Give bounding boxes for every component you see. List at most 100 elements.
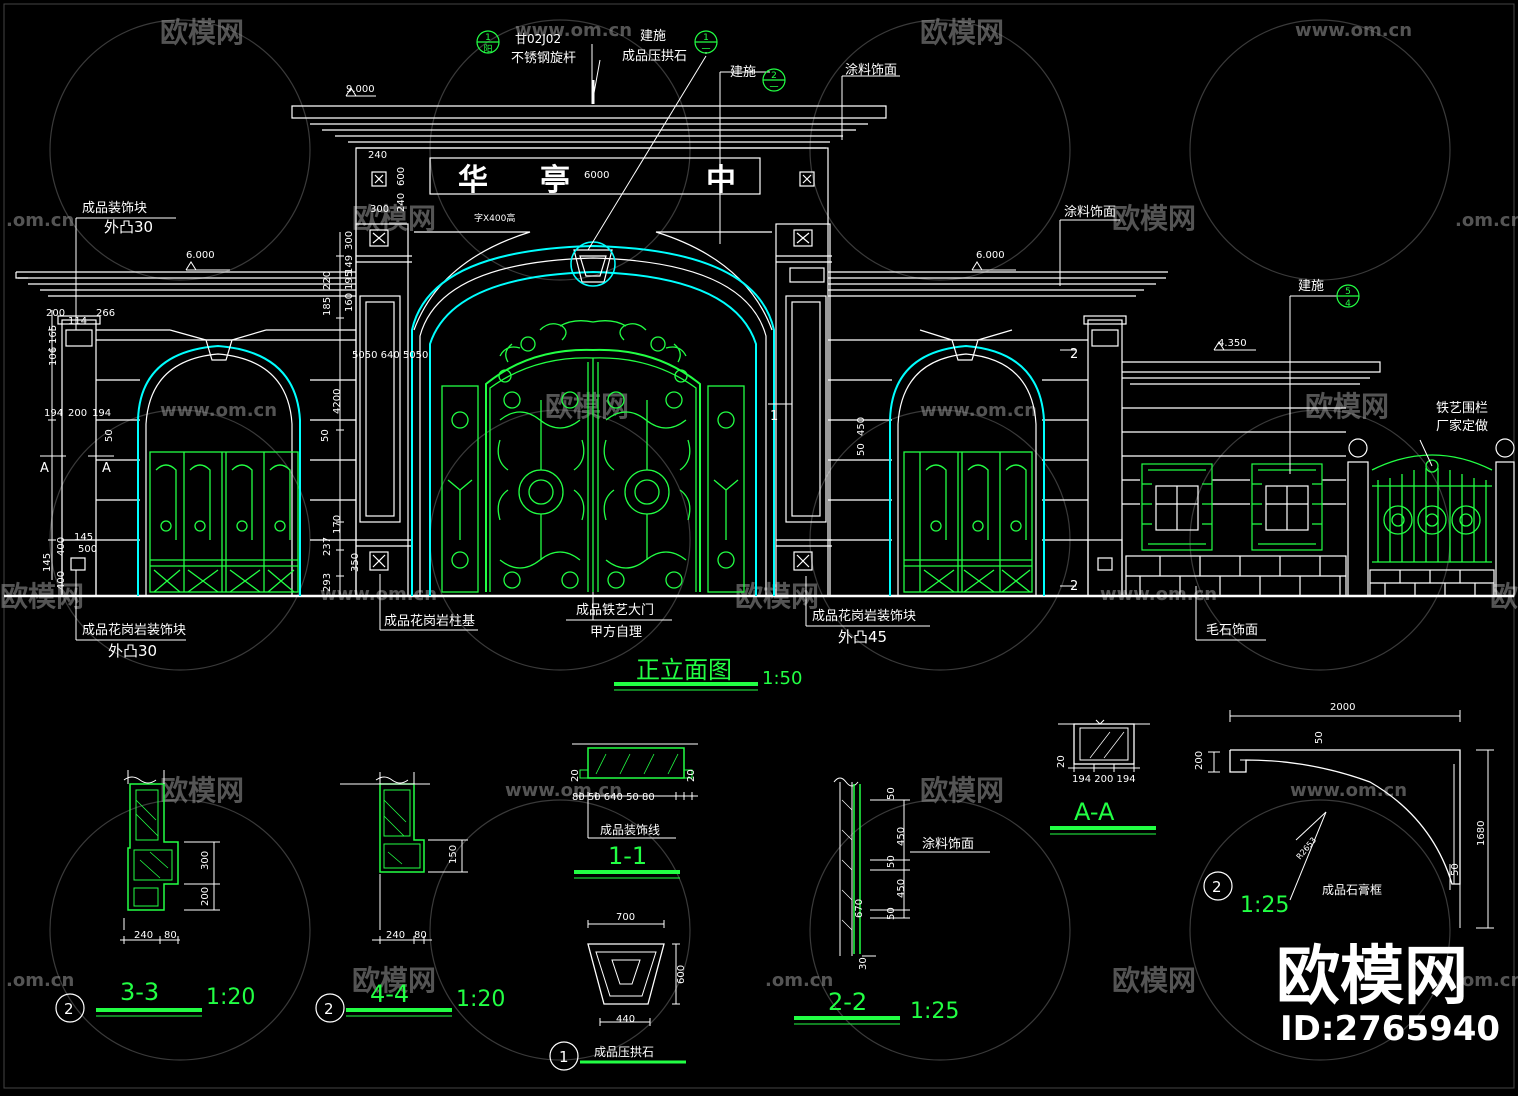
- watermark-brand: 欧模网: [352, 964, 436, 997]
- dim-240: 240: [368, 150, 387, 161]
- left-arch: [137, 344, 301, 596]
- watermark-site: .om.cn: [765, 970, 833, 991]
- dim-150: 150: [448, 845, 459, 864]
- dim-50: 50: [1450, 863, 1461, 876]
- left-wing-cornice: [16, 271, 356, 297]
- dim-200: 200: [200, 887, 211, 906]
- detail-1-1-text: 80 50 640 50 80 20 20 成品装饰线 1-1: [570, 769, 697, 870]
- callout-num: 1: [485, 33, 491, 43]
- elevation-annotations: [40, 44, 1433, 641]
- dim-450: 450: [896, 827, 907, 846]
- watermark-brand: 欧模网: [920, 774, 1004, 807]
- dim-50c: 50: [856, 443, 867, 456]
- gate-side-panel-left: [441, 385, 479, 593]
- side-gate-left: [149, 451, 299, 593]
- window-right: [1251, 463, 1323, 551]
- detail-title: 4-4: [370, 980, 409, 1008]
- elevation-dimensions: 9.000 6.000 6.000 4.350 240 6000 300 505…: [40, 84, 1247, 594]
- label-iron-gate: 成品铁艺大门: [576, 603, 654, 618]
- elev-6000-right: 6.000: [976, 250, 1005, 261]
- left-pilaster: [355, 223, 409, 597]
- window-left: [1141, 463, 1213, 551]
- label-iron-fence: 铁艺围栏: [1436, 401, 1488, 416]
- decor-square: [371, 171, 387, 187]
- detail-arc-frame: [1203, 710, 1494, 929]
- detail-arc-frame-text: 2000 50 200 1680 50 R2653 成品石膏框 2 1:25: [1194, 702, 1487, 918]
- detail-A-A: [1050, 719, 1156, 835]
- dim-450: 450: [896, 879, 907, 898]
- vertical-dim-chain: [336, 232, 344, 596]
- sign-char-ting: 亭: [540, 163, 570, 198]
- dim-600: 600: [676, 965, 687, 984]
- dim-240: 240: [134, 930, 153, 941]
- label-jianshi-b: 建施: [730, 65, 756, 80]
- watermark-site: www.om.cn: [1100, 584, 1217, 605]
- sign-char-zhong: 中: [706, 163, 736, 198]
- dim-266: 266: [96, 308, 115, 319]
- elevation-labels: 甘02J02 不锈钢旋杆 建施 成品压拱石 建施 涂料饰面 涂料饰面 成品装饰块…: [82, 29, 1488, 660]
- detail-3-3-text: 240 80 300 200 2 3-3 1:20: [64, 851, 255, 1018]
- dim-200: 200: [1194, 751, 1205, 770]
- detail-4-4-text: 240 80 150 2 4-4 1:20: [324, 845, 505, 1018]
- detail-title: 2-2: [828, 988, 867, 1016]
- dim-50: 50: [104, 429, 115, 442]
- detail-label: 成品压拱石: [594, 1045, 654, 1059]
- drawing-scale: 1:50: [762, 668, 802, 689]
- dim-6000: 6000: [584, 170, 609, 181]
- callout-bubbles: [476, 30, 1360, 308]
- leader-deco-block: [75, 217, 176, 330]
- detail-scale: 1:20: [456, 987, 505, 1012]
- label-protrude30: 外凸30: [104, 218, 153, 236]
- detail-2-2: [794, 777, 990, 1025]
- detail-keystone-text: 700 600 440 1 成品压拱石: [559, 912, 687, 1066]
- watermark-text-layer: 欧模网 欧模网 www.om.cn www.om.cn 欧模网 欧模网 .om.…: [0, 16, 1518, 997]
- gate-medallion-left: [518, 469, 564, 515]
- watermark-brand: 欧模网: [1305, 390, 1389, 423]
- elevation-title: 正立面图 1:50: [614, 656, 802, 691]
- dim-50: 50: [886, 855, 897, 868]
- leader-granite-deco2: [805, 576, 930, 627]
- decor-square: [369, 551, 389, 571]
- callout-sheet: 阳: [483, 44, 492, 55]
- dim-200: 200: [46, 308, 65, 319]
- label-protrude30b: 外凸30: [108, 642, 157, 660]
- dim-300b: 300: [344, 231, 355, 250]
- dim-20: 20: [1056, 755, 1067, 768]
- label-paint2: 涂料饰面: [1064, 204, 1116, 220]
- dim-chain: 80 50 640 50 80: [572, 792, 655, 803]
- decor-square: [793, 229, 813, 247]
- dim-185: 185: [322, 297, 333, 316]
- front-elevation: [4, 80, 1515, 598]
- watermark-site: www.om.cn: [160, 400, 277, 421]
- dim-670: 670: [854, 899, 865, 918]
- main-gate-frame: [485, 348, 701, 592]
- elev-marks: [186, 95, 1256, 351]
- dim-400: 400: [56, 537, 67, 556]
- detail-2-2-text: 50 450 50 450 50 670 30 涂料饰面 2-2 1:25: [828, 787, 974, 1024]
- marker-2: 2: [1070, 579, 1078, 594]
- right-arch: [889, 344, 1045, 596]
- callout-num: 5: [1345, 287, 1351, 297]
- elev-4350: 4.350: [1218, 338, 1247, 349]
- label-protrude45: 外凸45: [838, 628, 887, 646]
- dim-200b: 200: [68, 408, 87, 419]
- dim-4200: 4200: [332, 389, 343, 414]
- leader-iron-gate: [566, 592, 672, 621]
- callout-sheet: 一: [701, 45, 710, 55]
- watermark-brand: 欧模网: [545, 390, 629, 423]
- marker-1: 1: [770, 409, 778, 424]
- sign-board: [429, 157, 761, 195]
- dim-195: 195: [344, 271, 355, 290]
- detail-title: A-A: [1074, 798, 1115, 826]
- label-jianshi2: 建施: [1298, 279, 1324, 294]
- right-pilaster: [775, 223, 831, 597]
- right-column: [1087, 319, 1123, 597]
- label-rubble: 毛石饰面: [1206, 623, 1258, 638]
- detail-title: 1-1: [608, 842, 647, 870]
- callout-num: 2: [771, 71, 777, 81]
- label-sign-size: 字X400高: [474, 212, 515, 224]
- dim-106: 106: [48, 347, 59, 366]
- leader-rubble: [1195, 586, 1266, 641]
- watermark-brand: 欧模网: [920, 16, 1004, 49]
- elev-6000-left: 6.000: [186, 250, 215, 261]
